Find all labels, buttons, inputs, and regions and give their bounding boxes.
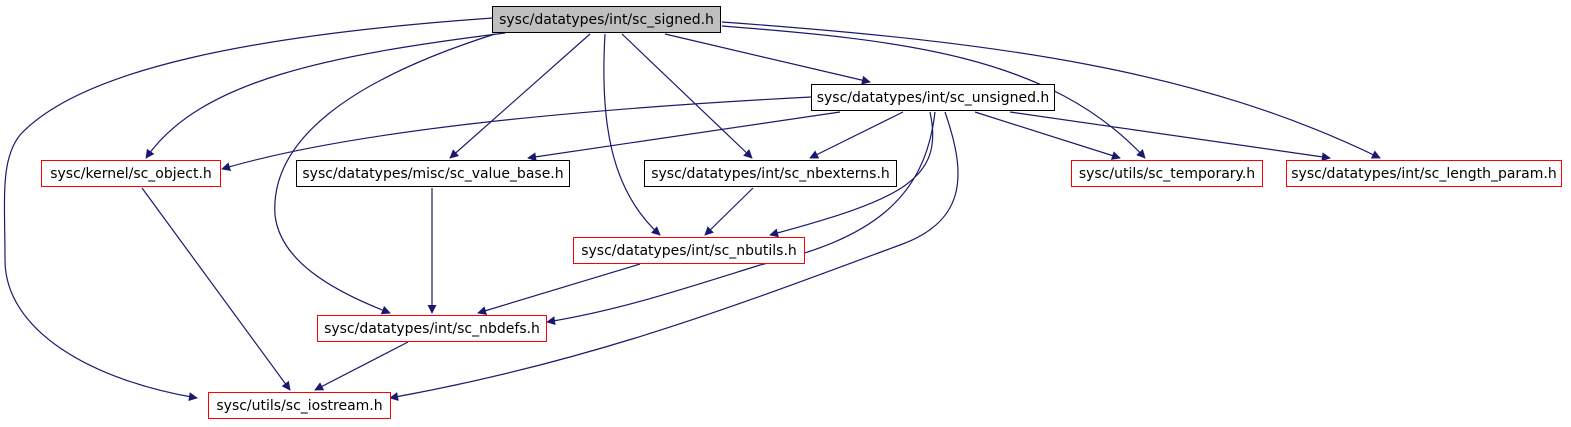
- edge-sc-unsigned-to-sc-nbutils: [769, 111, 934, 238]
- edge-sc-unsigned-to-sc-length-param: [1009, 111, 1331, 162]
- node-label: sysc/datatypes/int/sc_nbutils.h: [581, 242, 797, 259]
- edge-sc-signed-to-sc-object: [145, 32, 506, 159]
- node-label: sysc/datatypes/misc/sc_value_base.h: [302, 165, 564, 182]
- node-sc-temporary[interactable]: sysc/utils/sc_temporary.h: [1071, 160, 1263, 187]
- node-sc-signed-root[interactable]: sysc/datatypes/int/sc_signed.h: [492, 6, 721, 33]
- node-label: sysc/datatypes/int/sc_unsigned.h: [816, 89, 1050, 106]
- edge-sc-signed-to-sc-nbdefs: [274, 33, 496, 315]
- node-label: sysc/datatypes/int/sc_length_param.h: [1291, 165, 1557, 182]
- node-label: sysc/kernel/sc_object.h: [50, 165, 212, 182]
- edge-sc-unsigned-to-sc-nbdefs: [546, 111, 936, 326]
- node-sc-length-param[interactable]: sysc/datatypes/int/sc_length_param.h: [1286, 160, 1562, 187]
- edge-sc-nbutils-to-sc-nbdefs: [477, 263, 641, 315]
- edge-sc-unsigned-to-sc-iostream: [389, 111, 959, 401]
- edge-sc-signed-to-sc-iostream: [3, 17, 494, 402]
- edge-sc-signed-to-sc-value-base: [449, 33, 591, 159]
- node-sc-nbexterns[interactable]: sysc/datatypes/int/sc_nbexterns.h: [644, 160, 897, 187]
- node-sc-nbdefs[interactable]: sysc/datatypes/int/sc_nbdefs.h: [317, 315, 547, 342]
- node-label: sysc/utils/sc_temporary.h: [1078, 165, 1256, 182]
- edge-sc-object-to-sc-iostream: [141, 187, 291, 391]
- edge-sc-nbdefs-to-sc-iostream: [314, 341, 409, 391]
- edge-sc-unsigned-to-sc-nbexterns: [809, 111, 904, 159]
- edge-sc-signed-to-sc-temporary: [721, 25, 1146, 159]
- edge-sc-signed-to-sc-unsigned: [664, 33, 871, 85]
- node-label: sysc/datatypes/int/sc_signed.h: [499, 11, 714, 28]
- edge-sc-unsigned-to-sc-object: [221, 96, 812, 172]
- node-label: sysc/datatypes/int/sc_nbexterns.h: [651, 165, 890, 182]
- node-sc-nbutils[interactable]: sysc/datatypes/int/sc_nbutils.h: [573, 237, 805, 264]
- node-label: sysc/datatypes/int/sc_nbdefs.h: [324, 320, 540, 337]
- edge-sc-signed-to-sc-nbexterns: [621, 33, 753, 159]
- node-sc-iostream[interactable]: sysc/utils/sc_iostream.h: [208, 392, 391, 419]
- edge-sc-unsigned-to-sc-value-base: [527, 111, 841, 162]
- node-sc-object[interactable]: sysc/kernel/sc_object.h: [41, 160, 221, 187]
- edge-sc-signed-to-sc-length-param: [721, 21, 1381, 159]
- node-sc-value-base[interactable]: sysc/datatypes/misc/sc_value_base.h: [296, 160, 570, 187]
- node-label: sysc/utils/sc_iostream.h: [216, 397, 383, 414]
- node-sc-unsigned[interactable]: sysc/datatypes/int/sc_unsigned.h: [811, 84, 1055, 111]
- edge-sc-nbexterns-to-sc-nbutils: [704, 187, 754, 236]
- edge-sc-unsigned-to-sc-temporary: [974, 111, 1121, 160]
- edge-sc-signed-to-sc-nbutils: [603, 33, 661, 236]
